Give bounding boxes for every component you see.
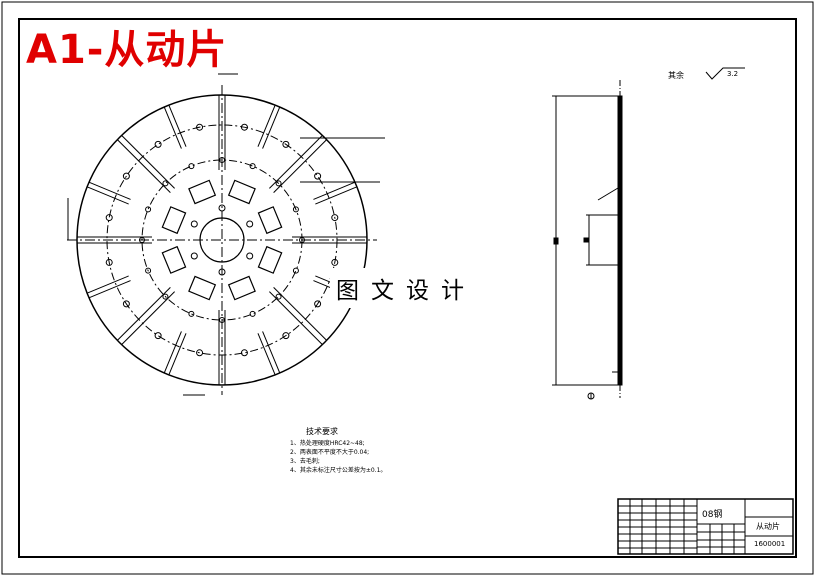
title-block-part-name: 从动片 xyxy=(756,522,780,531)
rivet-hole xyxy=(122,300,130,308)
small-hole xyxy=(299,237,305,243)
drawing-title: A1-从动片 xyxy=(26,27,228,73)
radial-slot-edge xyxy=(121,134,175,189)
hub-hole xyxy=(218,204,226,212)
small-hole xyxy=(162,180,169,187)
hub-hole xyxy=(190,220,198,228)
rivet-hole xyxy=(282,332,290,340)
spring-window xyxy=(257,245,283,274)
requirement-item: 2、两表面不平度不大于0.04; xyxy=(290,449,370,456)
inner-frame xyxy=(18,18,797,558)
radial-slot-edge xyxy=(116,287,171,341)
rivet-hole xyxy=(122,172,130,180)
requirement-item: 1、热处理硬度HRC42~48; xyxy=(290,440,365,447)
title-block xyxy=(617,498,794,555)
small-hole xyxy=(275,293,282,300)
rivet-hole xyxy=(240,349,248,357)
radial-slot-edge xyxy=(273,139,328,193)
short-slot-edge xyxy=(163,331,182,374)
small-hole xyxy=(145,206,152,213)
small-hole xyxy=(162,293,169,300)
short-slot-edge xyxy=(168,104,187,147)
requirements-heading: 技术要求 xyxy=(306,427,338,436)
short-slot-edge xyxy=(88,181,131,200)
disc-front-view xyxy=(67,73,385,396)
small-hole xyxy=(219,317,225,323)
short-slot-edge xyxy=(262,106,281,149)
short-slot-edge xyxy=(257,333,276,376)
title-block-material: 08钢 xyxy=(702,510,723,520)
hub-hole xyxy=(218,268,226,276)
small-hole xyxy=(219,157,225,163)
short-slot-edge xyxy=(262,331,281,374)
spring-window xyxy=(161,245,187,274)
disc-side-view xyxy=(552,80,623,400)
title-block-drawing-number: 1600001 xyxy=(754,540,786,548)
spring-window xyxy=(227,275,256,301)
short-slot-edge xyxy=(86,186,129,205)
small-hole xyxy=(188,310,195,317)
rivet-hole xyxy=(331,214,339,222)
small-hole xyxy=(249,163,256,170)
surface-finish-label: 其余 xyxy=(668,71,684,80)
rivet-hole xyxy=(331,258,339,266)
radial-slot-edge xyxy=(273,287,328,341)
hub-hole xyxy=(246,252,254,260)
rivet-hole xyxy=(314,172,322,180)
rivet-hole xyxy=(105,258,113,266)
spring-window xyxy=(257,206,283,235)
radial-slot-edge xyxy=(121,291,175,346)
watermark-text: 图文设计 xyxy=(330,268,482,308)
small-hole xyxy=(292,206,299,213)
spring-window xyxy=(188,179,217,205)
requirement-item: 4、其余未标注尺寸公差按为±0.1。 xyxy=(290,467,387,474)
rivet-hole xyxy=(105,214,113,222)
roughness-symbol xyxy=(705,67,745,80)
rivet-hole xyxy=(282,140,290,148)
rivet-hole xyxy=(314,300,322,308)
hub-hole xyxy=(246,220,254,228)
small-hole xyxy=(188,163,195,170)
surface-finish-value: 3.2 xyxy=(727,70,739,78)
short-slot-edge xyxy=(86,275,129,294)
radial-slot-edge xyxy=(269,134,323,189)
short-slot-edge xyxy=(315,186,358,205)
short-slot-edge xyxy=(88,280,131,299)
rivet-hole xyxy=(196,349,204,357)
spring-window xyxy=(188,275,217,301)
rivet-hole xyxy=(154,140,162,148)
requirement-item: 3、去毛刺; xyxy=(290,458,320,465)
rivet-hole xyxy=(196,123,204,131)
small-hole xyxy=(139,237,145,243)
small-hole xyxy=(292,267,299,274)
short-slot-edge xyxy=(257,104,276,147)
small-hole xyxy=(249,310,256,317)
technical-requirements: 技术要求 1、热处理硬度HRC42~48; 2、两表面不平度不大于0.04; 3… xyxy=(290,426,386,475)
small-hole xyxy=(275,180,282,187)
short-slot-edge xyxy=(163,106,182,149)
rivet-hole xyxy=(240,123,248,131)
short-slot-edge xyxy=(313,181,356,200)
radial-slot-edge xyxy=(116,139,171,193)
spring-window xyxy=(227,179,256,205)
small-hole xyxy=(145,267,152,274)
hub-hole xyxy=(190,252,198,260)
rivet-hole xyxy=(154,332,162,340)
spring-window xyxy=(161,206,187,235)
radial-slot-edge xyxy=(269,291,323,346)
surface-finish-note: 其余 3.2 xyxy=(668,70,738,81)
short-slot-edge xyxy=(168,333,187,376)
